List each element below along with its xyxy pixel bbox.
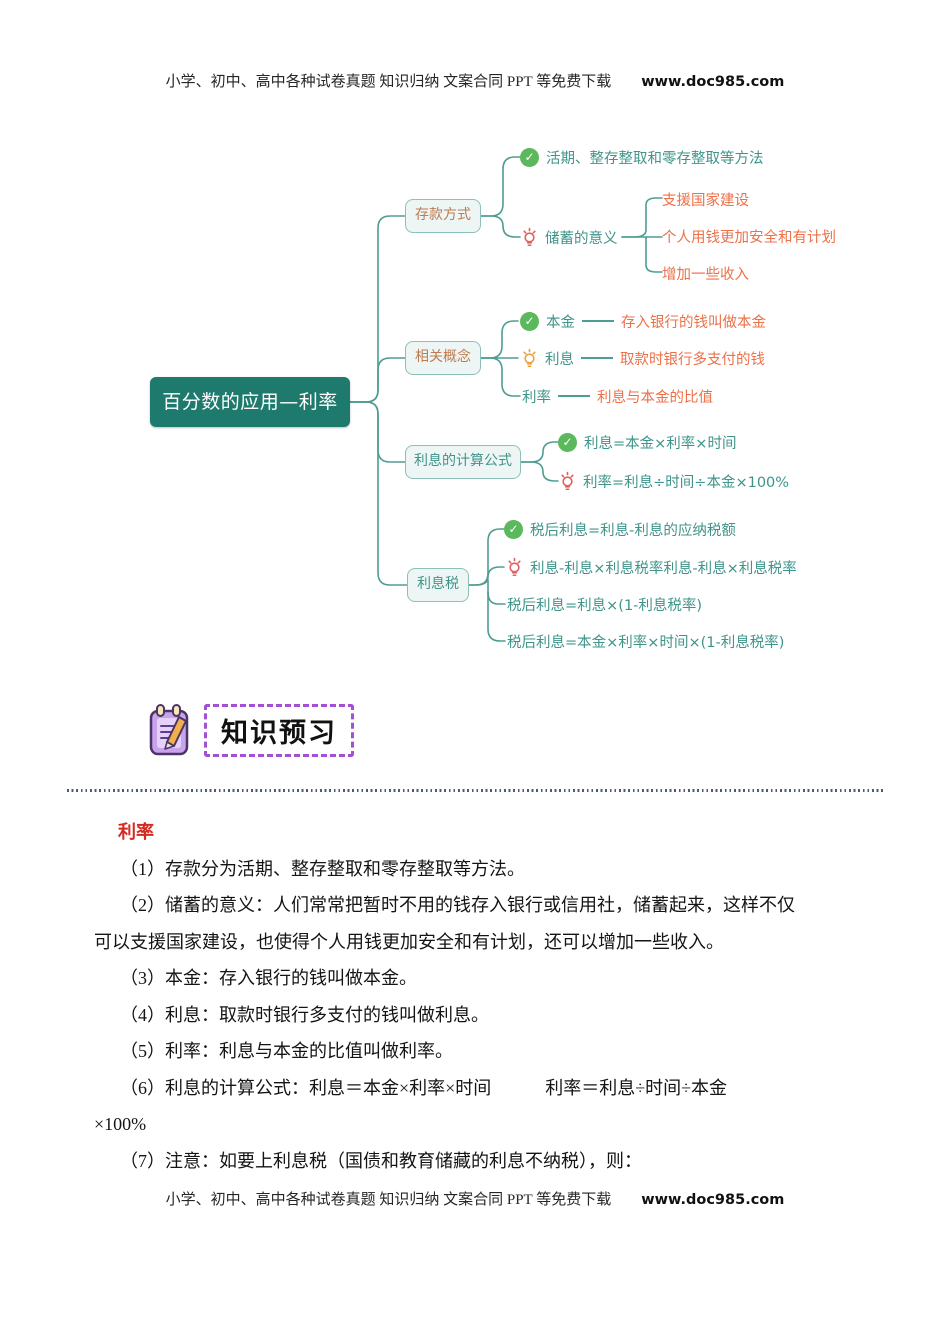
note-line: ×100%	[94, 1114, 147, 1134]
notes-heading: 利率	[118, 822, 154, 842]
leaf-connector	[581, 357, 613, 359]
branch-node-deposit-methods: 存款方式	[405, 199, 481, 233]
lightbulb-icon	[561, 471, 574, 490]
leaf-label: 税后利息=本金×利率×时间×(1-利息税率)	[507, 634, 785, 651]
lightbulb-icon	[508, 557, 521, 576]
note-line: （2）储蓄的意义：人们常常把暂时不用的钱存入银行或信用社，储蓄起来，这样不仅	[120, 895, 795, 915]
header-url: www.doc985.com	[641, 74, 785, 90]
note-line: （5）利率：利息与本金的比值叫做利率。	[120, 1041, 453, 1061]
leaf-label: 利息=本金×利率×时间	[584, 435, 737, 452]
mindmap-leaf: 增加一些收入	[662, 262, 749, 284]
mindmap-leaf: 利息-利息×利息税率利息-利息×利息税率	[506, 556, 797, 578]
note-line: （1）存款分为活期、整存整取和零存整取等方法。	[120, 858, 525, 879]
note-line: （3）本金：存入银行的钱叫做本金。	[120, 968, 417, 988]
mindmap-leaf: 税后利息=本金×利率×时间×(1-利息税率)	[507, 630, 784, 652]
branch-node-interest-tax: 利息税	[407, 568, 469, 602]
branch-label: 存款方式	[415, 207, 471, 223]
mindmap-root-node: 百分数的应用—利率	[150, 377, 350, 427]
leaf-label: 税后利息=利息-利息的应纳税额	[530, 522, 736, 539]
leaf-connector	[582, 320, 614, 322]
branch-label: 利息税	[417, 576, 459, 592]
note-line: （4）利息：取款时银行多支付的钱叫做利息。	[120, 1004, 489, 1025]
mindmap-leaf: 税后利息=利息×(1-利息税率)	[507, 593, 702, 615]
mindmap-leaf: 支援国家建设	[662, 188, 749, 210]
leaf-desc: 利息与本金的比值	[597, 389, 713, 406]
page-footer: 小学、初中、高中各种试卷真题 知识归纳 文案合同 PPT 等免费下载 www.do…	[0, 1188, 950, 1209]
mindmap-leaf: 利率=利息÷时间÷本金×100%	[559, 470, 789, 492]
mindmap-leaf: 利息 取款时银行多支付的钱	[521, 347, 765, 369]
mindmap-leaf: 储蓄的意义	[521, 226, 618, 248]
leaf-label: 增加一些收入	[662, 266, 749, 283]
mindmap-leaf: ✓ 利息=本金×利率×时间	[558, 431, 736, 453]
branch-node-related-concepts: 相关概念	[405, 341, 481, 375]
header-text: 小学、初中、高中各种试卷真题 知识归纳 文案合同 PPT 等免费下载	[165, 74, 612, 90]
note-line: 可以支援国家建设，也使得个人用钱更加安全和有计划，还可以增加一些收入。	[94, 931, 724, 952]
lightbulb-icon	[523, 348, 536, 367]
branch-node-interest-formula: 利息的计算公式	[405, 445, 521, 479]
notepad-icon	[149, 704, 189, 756]
note-line: （6）利息的计算公式：利息＝本金×利率×时间 利率＝利息÷时间÷本金	[120, 1077, 728, 1098]
page-header: 小学、初中、高中各种试卷真题 知识归纳 文案合同 PPT 等免费下载 www.do…	[0, 70, 950, 91]
mindmap-leaf: ✓ 税后利息=利息-利息的应纳税额	[504, 518, 736, 540]
leaf-connector	[558, 395, 590, 397]
leaf-label: 利率=利息÷时间÷本金×100%	[583, 474, 790, 491]
lightbulb-icon	[523, 227, 536, 246]
leaf-label: 活期、整存整取和零存整取等方法	[546, 150, 764, 167]
check-icon: ✓	[520, 311, 539, 331]
leaf-desc: 取款时银行多支付的钱	[620, 351, 765, 368]
leaf-desc: 存入银行的钱叫做本金	[621, 314, 766, 331]
section-badge: 知识预习	[204, 703, 354, 757]
leaf-label: 利息	[545, 351, 574, 368]
check-icon: ✓	[520, 147, 539, 167]
footer-url: www.doc985.com	[641, 1192, 785, 1208]
mindmap-leaf: 个人用钱更加安全和有计划	[662, 225, 836, 247]
branch-label: 相关概念	[415, 349, 471, 365]
leaf-label: 储蓄的意义	[545, 230, 618, 247]
leaf-label: 利息-利息×利息税率利息-利息×利息税率	[530, 560, 797, 577]
leaf-label: 支援国家建设	[662, 192, 749, 209]
mindmap-connector-lines	[349, 156, 663, 642]
dotted-divider	[67, 789, 885, 792]
leaf-label: 个人用钱更加安全和有计划	[662, 229, 836, 246]
note-line: （7）注意：如要上利息税（国债和教育储藏的利息不纳税），则：	[120, 1150, 642, 1171]
branch-label: 利息的计算公式	[414, 453, 512, 469]
leaf-label: 利率	[522, 389, 551, 406]
check-icon: ✓	[504, 519, 523, 539]
notes-body: 利率 （1）存款分为活期、整存整取和零存整取等方法。 （2）储蓄的意义：人们常常…	[94, 814, 858, 1179]
leaf-label: 税后利息=利息×(1-利息税率)	[507, 597, 703, 614]
mindmap-leaf: 利率 利息与本金的比值	[522, 385, 713, 407]
section-header: 知识预习	[148, 702, 354, 758]
mindmap-leaf: ✓ 活期、整存整取和零存整取等方法	[520, 146, 764, 168]
footer-text: 小学、初中、高中各种试卷真题 知识归纳 文案合同 PPT 等免费下载	[165, 1192, 612, 1208]
mindmap: 百分数的应用—利率 存款方式 相关概念 利息的计算公式 利息税 ✓ 活期、整存整…	[150, 146, 836, 652]
mindmap-leaf: ✓ 本金 存入银行的钱叫做本金	[520, 310, 766, 332]
check-icon: ✓	[558, 432, 577, 452]
leaf-label: 本金	[546, 314, 575, 331]
